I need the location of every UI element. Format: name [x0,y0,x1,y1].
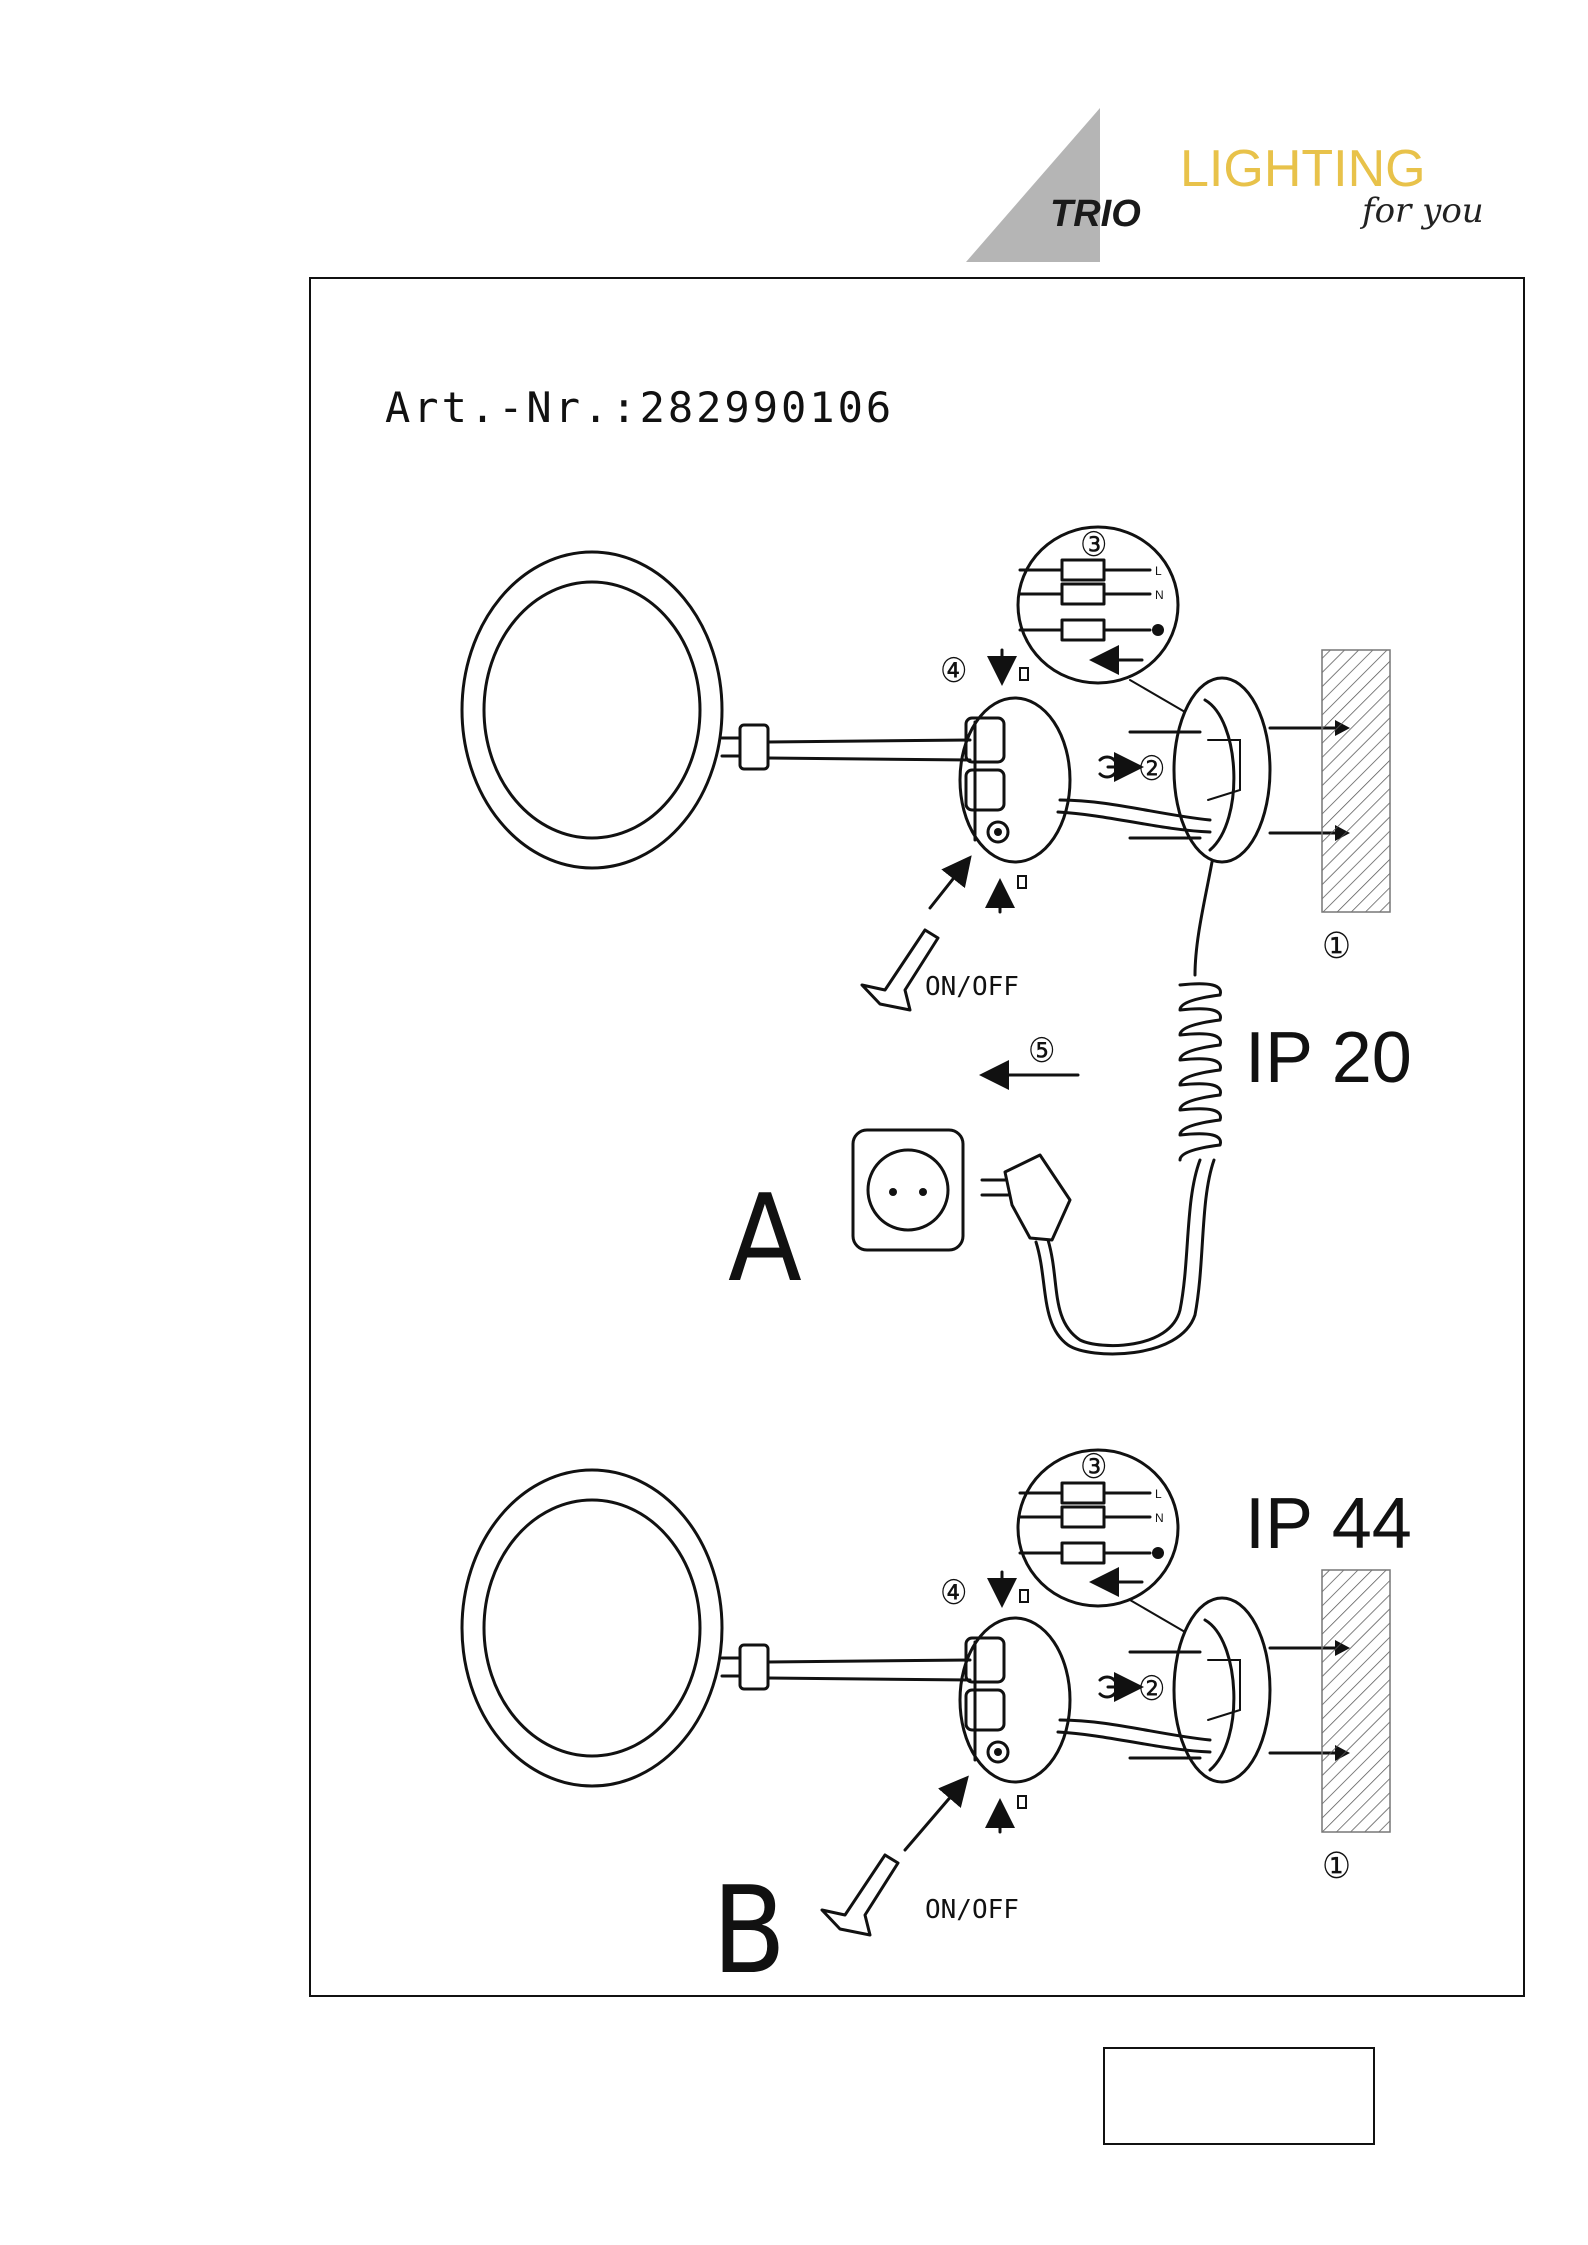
base-unit-b [960,1618,1070,1782]
wall-plate-b [1174,1598,1270,1782]
wall-a [1322,650,1390,912]
protection-rating-b: IP 44 [1245,1484,1412,1564]
switch-label-a: ON/OFF [925,972,1019,1002]
terminal-label-n-a: N [1155,588,1164,602]
wiring-detail-a: L N ③ [1018,525,1185,712]
plug-icon-a [982,1155,1070,1240]
logo-triangle-icon [966,108,1100,262]
terminal-label-l-a: L [1155,564,1162,578]
panel-letter-a: A [728,1170,802,1309]
article-number: Art.-Nr.:282990106 [385,383,894,432]
cable-a [1060,800,1210,820]
protection-rating-a: IP 20 [1245,1018,1412,1098]
ground-symbol-icon-a [1152,624,1164,636]
mirror-arm-b [722,1645,970,1689]
ground-symbol-icon-b [1152,1547,1164,1559]
step-3-marker-b: ③ [1080,1447,1107,1487]
panel-a: L N ③ ④ ② ① ON/OFF [462,525,1412,1354]
step-1-marker-a: ① [1322,926,1351,967]
wall-socket-icon-a [853,1130,963,1250]
mirror-arm-a [722,725,970,769]
panel-letter-b: B [712,1862,786,2001]
wall-plate-a [1174,678,1270,862]
step-4-marker-b: ④ [940,1573,967,1613]
step-2-marker-a: ② [1138,749,1165,789]
terminal-label-l-b: L [1155,1487,1162,1501]
step-1-marker-b: ① [1322,1846,1351,1887]
cable-b [1060,1720,1210,1740]
logo-brand-text: TRIO [1050,193,1141,235]
mirror-a [462,552,722,868]
terminal-label-n-b: N [1155,1511,1164,1525]
step-3-marker-a: ③ [1080,525,1107,565]
mirror-b [462,1470,722,1786]
panel-b: L N ③ ④ ② ① ON/OFF IP 44 B [462,1447,1412,2001]
base-unit-a [960,698,1070,862]
logo-tagline-sub: for you [1359,191,1484,231]
wiring-detail-b: L N ③ [1018,1447,1185,1632]
logo-tagline-main: LIGHTING [1180,140,1426,198]
step-5-marker-a: ⑤ [1028,1031,1055,1071]
blank-label-box [1104,2048,1374,2144]
brand-logo: TRIO LIGHTING for you [966,108,1484,262]
wall-b [1322,1570,1390,1832]
switch-label-b: ON/OFF [925,1895,1019,1925]
step-2-marker-b: ② [1138,1669,1165,1709]
step-4-marker-a: ④ [940,651,967,691]
coiled-cable-a [1036,862,1221,1354]
